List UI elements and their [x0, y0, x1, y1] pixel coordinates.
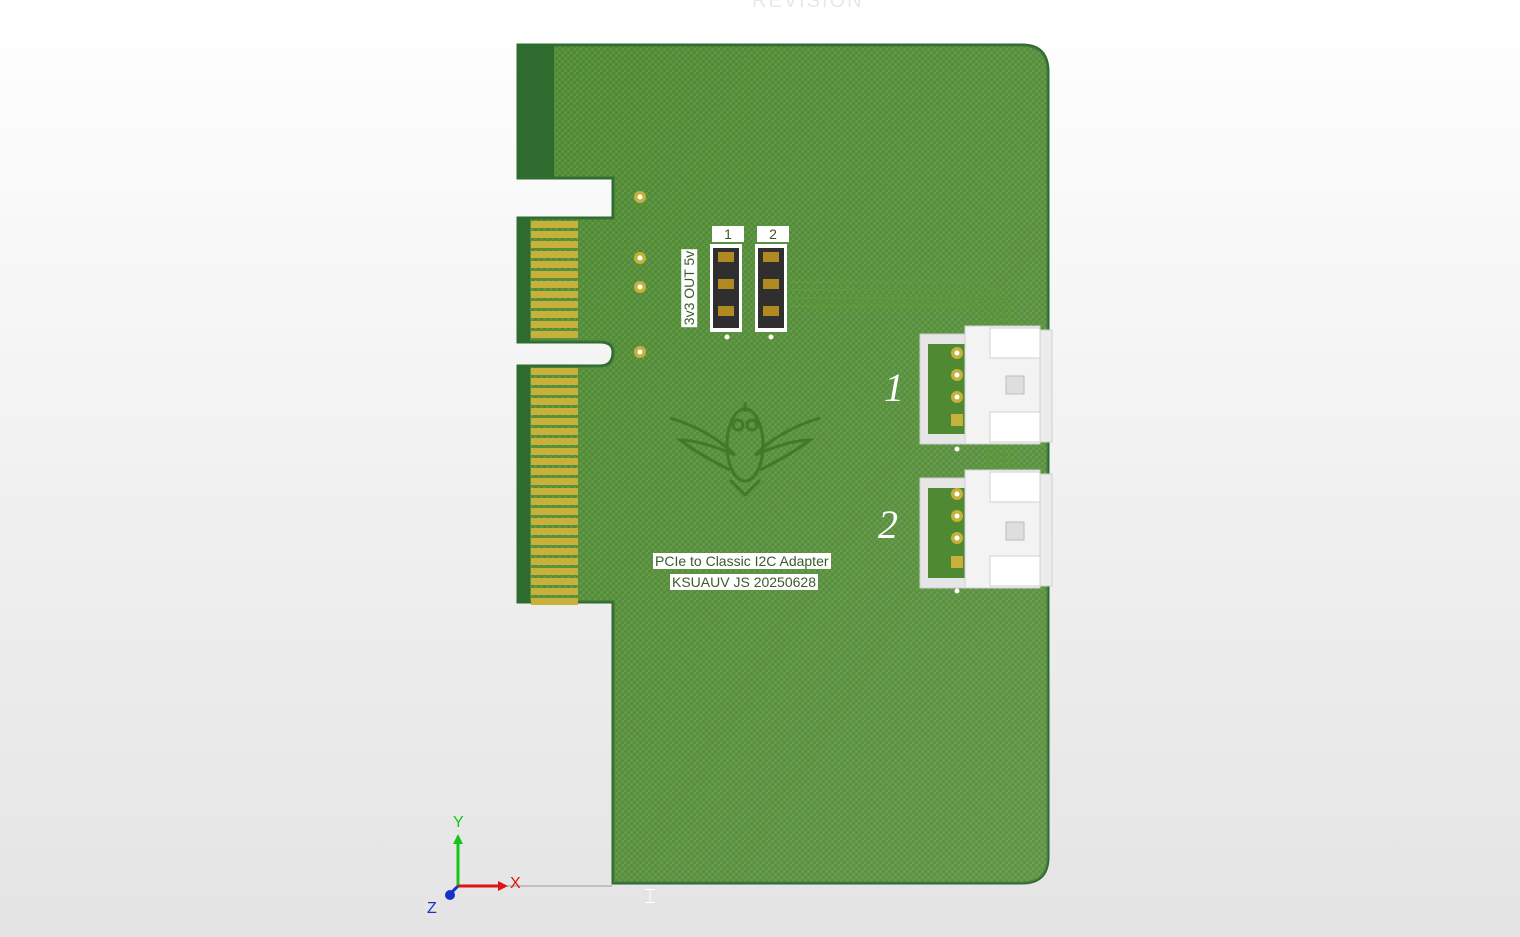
gold-finger: [531, 398, 578, 405]
i2c-connector-2[interactable]: [919, 469, 1053, 594]
gold-finger: [531, 251, 578, 258]
connector-label-2: 2: [878, 502, 898, 547]
gold-finger: [531, 538, 578, 545]
axis-z-label: Z: [427, 900, 437, 917]
gold-finger: [531, 331, 578, 338]
gold-finger: [531, 498, 578, 505]
via-holes: [634, 191, 646, 358]
gold-finger: [531, 231, 578, 238]
gold-finger: [531, 301, 578, 308]
i2c-connector-1[interactable]: [919, 325, 1053, 452]
gold-finger: [531, 518, 578, 525]
pcie-gold-fingers: [531, 221, 578, 605]
gold-finger: [531, 588, 578, 595]
gold-finger: [531, 271, 578, 278]
gold-finger: [531, 321, 578, 328]
gold-finger: [531, 448, 578, 455]
jumper-header-1[interactable]: [710, 244, 742, 340]
snap-cursor-icon: ⌶: [644, 886, 656, 908]
gold-finger: [531, 241, 578, 248]
gold-finger: [531, 388, 578, 395]
gold-finger: [531, 458, 578, 465]
gold-finger: [531, 548, 578, 555]
connector-label-1: 1: [884, 365, 904, 410]
gold-finger: [531, 478, 578, 485]
gold-finger: [531, 528, 578, 535]
gold-finger: [531, 598, 578, 605]
gold-finger: [531, 568, 578, 575]
jumper-header-2[interactable]: [755, 244, 787, 340]
jumper-voltage-label: 3v3 OUT 5v: [681, 248, 698, 328]
axis-triad: [445, 834, 612, 900]
axis-y-label: Y: [453, 814, 464, 831]
gold-finger: [531, 578, 578, 585]
gold-finger: [531, 488, 578, 495]
header-label-2: 2: [757, 226, 789, 242]
gold-finger: [531, 558, 578, 565]
gold-finger: [531, 291, 578, 298]
board-subtitle: KSUAUV JS 20250628: [670, 574, 818, 590]
gold-finger: [531, 418, 578, 425]
gold-finger: [531, 438, 578, 445]
gold-finger: [531, 468, 578, 475]
gold-finger: [531, 311, 578, 318]
gold-finger: [531, 261, 578, 268]
axis-x-label: X: [510, 875, 521, 892]
header-label-1: 1: [712, 226, 744, 242]
pcb-edge-strip: [518, 45, 554, 177]
gold-finger: [531, 428, 578, 435]
gold-finger: [531, 508, 578, 515]
gold-finger: [531, 368, 578, 375]
owl-logo-icon: [669, 402, 821, 498]
gold-finger: [531, 281, 578, 288]
gold-finger: [531, 408, 578, 415]
gold-finger: [531, 378, 578, 385]
revision-label: REVISION: [752, 0, 864, 12]
board-title: PCIe to Classic I2C Adapter: [653, 553, 831, 569]
gold-finger: [531, 221, 578, 228]
